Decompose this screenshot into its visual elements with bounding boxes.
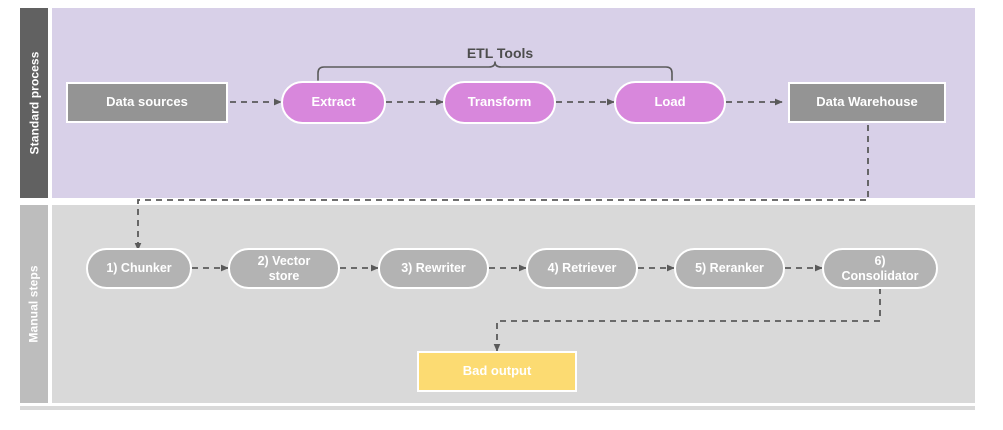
node-load[interactable]: Load [614,81,726,124]
node-data-warehouse[interactable]: Data Warehouse [788,82,946,123]
node-data-sources[interactable]: Data sources [66,82,228,123]
etl-tools-label: ETL Tools [466,45,534,61]
node-transform[interactable]: Transform [443,81,556,124]
node-chunker[interactable]: 1) Chunker [86,248,192,289]
lane-label-manual-steps-text: Manual steps [27,265,42,343]
node-rewriter[interactable]: 3) Rewriter [378,248,489,289]
lane-label-standard-process: Standard process [20,8,48,198]
node-consolidator[interactable]: 6) Consolidator [822,248,938,289]
node-vector-store[interactable]: 2) Vector store [228,248,340,289]
lane-label-standard-process-text: Standard process [27,51,41,155]
node-extract[interactable]: Extract [281,81,386,124]
node-retriever[interactable]: 4) Retriever [526,248,638,289]
node-bad-output[interactable]: Bad output [417,351,577,392]
lane-label-manual-steps: Manual steps [20,205,48,403]
bottom-divider [20,406,975,410]
node-reranker[interactable]: 5) Reranker [674,248,785,289]
